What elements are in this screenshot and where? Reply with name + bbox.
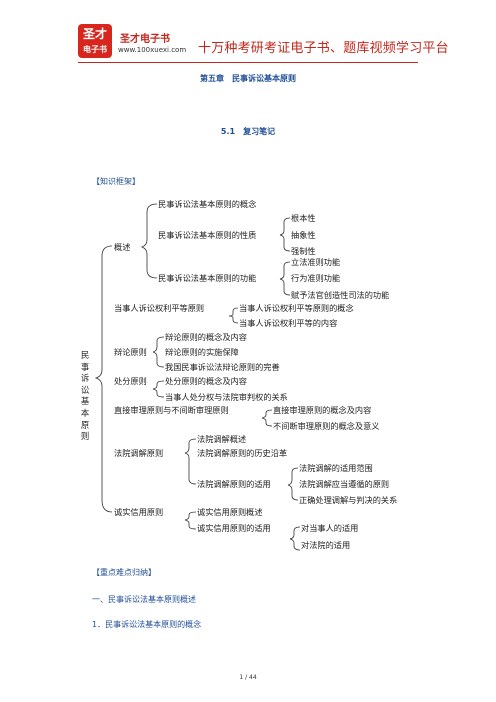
node-equality-1: 当事人诉讼权利平等原则的概念 bbox=[239, 303, 354, 313]
header-divider bbox=[78, 62, 418, 63]
node-mediation-application: 法院调解原则的适用 bbox=[197, 479, 271, 489]
node-function-3: 赋予法官创造性司法的功能 bbox=[291, 290, 390, 300]
brace-root bbox=[94, 245, 113, 513]
brace-overview bbox=[140, 203, 158, 279]
brace-direct bbox=[261, 409, 273, 427]
node-function-2: 行为准则功能 bbox=[291, 273, 341, 283]
node-mediation: 法院调解原则 bbox=[114, 448, 164, 458]
node-debate-3: 我国民事诉讼法辩论原则的完善 bbox=[165, 362, 280, 372]
node-overview-concept: 民事诉讼法基本原则的概念 bbox=[158, 199, 257, 209]
node-debate-1: 辩论原则的概念及内容 bbox=[165, 332, 247, 342]
brace-debate bbox=[152, 336, 165, 368]
brace-disposition bbox=[152, 380, 165, 398]
brace-mediation-application bbox=[287, 467, 299, 501]
node-mediation-app-3: 正确处理调解与判决的关系 bbox=[299, 495, 398, 505]
brace-mediation bbox=[184, 438, 197, 485]
brand-url[interactable]: www.100xuexi.com bbox=[118, 46, 187, 54]
node-function-1: 立法准则功能 bbox=[291, 257, 341, 267]
brand-name: 圣才电子书 bbox=[120, 34, 170, 45]
node-disposition-1: 处分原则的概念及内容 bbox=[165, 376, 247, 386]
heading-one-one: 1．民事诉讼法基本原则的概念 bbox=[92, 620, 202, 629]
brace-function bbox=[279, 261, 291, 296]
node-mediation-history: 法院调解原则的历史沿革 bbox=[197, 448, 288, 458]
logo-line2: 电子书 bbox=[83, 44, 107, 54]
header-slogan: 十万种考研考证电子书、题库视频学习平台 bbox=[198, 41, 449, 56]
heading-one: 一、民事诉讼法基本原则概述 bbox=[92, 595, 196, 604]
section-title: 5.1 复习笔记 bbox=[220, 127, 276, 136]
node-good-faith: 诚实信用原则 bbox=[114, 507, 164, 517]
node-mediation-app-2: 法院调解应当遵循的原则 bbox=[299, 479, 390, 489]
framework-heading: 【知识框架】 bbox=[92, 177, 140, 186]
node-overview-function: 民事诉讼法基本原则的功能 bbox=[158, 273, 257, 283]
brace-good-faith-application bbox=[289, 526, 301, 551]
page-header: 圣才 电子书 圣才电子书 www.100xuexi.com 十万种考研考证电子书… bbox=[0, 0, 496, 64]
logo-line1: 圣才 bbox=[82, 27, 107, 41]
node-overview: 概述 bbox=[114, 242, 131, 252]
chapter-title: 第五章 民事诉讼基本原则 bbox=[200, 74, 296, 83]
tree-root: 民事诉讼基本原则 bbox=[80, 350, 90, 442]
key-points-heading: 【重点难点归纳】 bbox=[92, 568, 156, 577]
brand-logo: 圣才 电子书 bbox=[78, 24, 112, 58]
node-nature-3: 强制性 bbox=[291, 246, 316, 256]
brace-equality bbox=[228, 307, 239, 324]
node-direct-2: 不间断审理原则的概念及意义 bbox=[273, 421, 380, 431]
node-debate: 辩论原则 bbox=[114, 347, 147, 357]
node-good-faith-application: 诚实信用原则的适用 bbox=[197, 523, 271, 533]
node-overview-nature: 民事诉讼法基本原则的性质 bbox=[158, 230, 257, 240]
node-good-faith-app-1: 对当事人的适用 bbox=[301, 523, 359, 533]
node-disposition: 处分原则 bbox=[114, 376, 147, 386]
brace-nature bbox=[279, 217, 291, 252]
node-equality: 当事人诉讼权利平等原则 bbox=[114, 303, 205, 313]
node-good-faith-app-2: 对法院的适用 bbox=[301, 540, 351, 550]
node-direct: 直接审理原则与不间断审理原则 bbox=[114, 405, 229, 415]
page-number: 1 / 44 bbox=[239, 674, 257, 681]
node-mediation-app-1: 法院调解的适用范围 bbox=[299, 463, 373, 473]
node-mediation-overview: 法院调解概述 bbox=[197, 434, 247, 444]
node-nature-2: 抽象性 bbox=[291, 230, 316, 240]
node-direct-1: 直接审理原则的概念及内容 bbox=[273, 405, 372, 415]
node-debate-2: 辩论原则的实施保障 bbox=[165, 347, 239, 357]
node-disposition-2: 当事人处分权与法院审判权的关系 bbox=[165, 392, 288, 402]
node-equality-2: 当事人诉讼权利平等的内容 bbox=[239, 318, 338, 328]
node-good-faith-overview: 诚实信用原则概述 bbox=[197, 507, 263, 517]
brace-good-faith bbox=[184, 511, 197, 530]
node-nature-1: 根本性 bbox=[291, 213, 316, 223]
